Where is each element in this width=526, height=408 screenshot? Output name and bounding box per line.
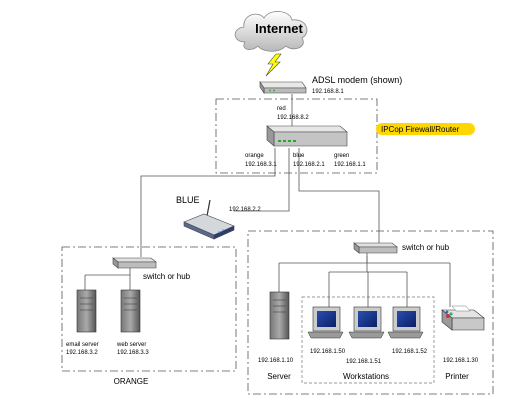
orange-interface-label: orange [245,153,264,159]
modem-label: ADSL modem (shown) [312,75,402,85]
server-icon [269,291,290,340]
blue-interface-ip: 192.168.2.1 [293,162,325,168]
server-ip: 192.168.1.10 [258,358,294,364]
printer-label: Printer [445,372,469,381]
web-server-ip: 192.168.3.3 [117,350,149,356]
network-cables [84,94,451,307]
blue-zone-label: BLUE [176,195,200,205]
firewall-label-highlight [376,123,475,135]
firewall-router-icon [266,125,348,147]
orange-zone-label: ORANGE [114,377,149,386]
orange-switch-icon [112,257,157,269]
workstation-1-icon [307,306,344,339]
wireless-access-point-icon [183,199,235,240]
internet-label: Internet [255,21,303,36]
web-server-label: web server [116,342,146,348]
green-interface-label: green [334,153,349,159]
workstation-2-ip: 192.168.1.51 [346,359,382,365]
server-label: Server [267,372,291,381]
firewall-zone-box [215,98,378,174]
internet-cloud-icon [234,11,308,52]
email-server-icon [76,289,97,333]
red-interface-ip: 192.168.8.2 [277,115,309,121]
printer-ip: 192.168.1.30 [443,358,479,364]
green-switch-label: switch or hub [402,243,450,252]
blue-interface-label: blue [293,153,305,159]
lightning-icon [265,53,282,77]
workstation-2-icon [348,306,385,339]
firewall-label: IPCop Firewall/Router [381,125,460,134]
email-server-label: email server [66,342,99,348]
orange-zone-box [61,246,237,372]
workstation-1-ip: 192.168.1.50 [310,349,346,355]
adsl-modem-icon [259,81,307,94]
workstation-3-ip: 192.168.1.52 [392,349,428,355]
green-zone-box [247,230,494,395]
orange-switch-label: switch or hub [143,272,191,281]
access-point-ip: 192.168.2.2 [229,207,261,213]
green-interface-ip: 192.168.1.1 [334,162,366,168]
red-interface-label: red [277,106,286,112]
email-server-ip: 192.168.3.2 [66,350,98,356]
web-server-icon [120,289,141,333]
orange-interface-ip: 192.168.3.1 [245,162,277,168]
printer-icon [441,305,485,331]
green-switch-icon [353,242,398,254]
workstations-label: Workstations [343,372,389,381]
workstation-3-icon [387,306,424,339]
modem-ip: 192.168.8.1 [312,89,344,95]
